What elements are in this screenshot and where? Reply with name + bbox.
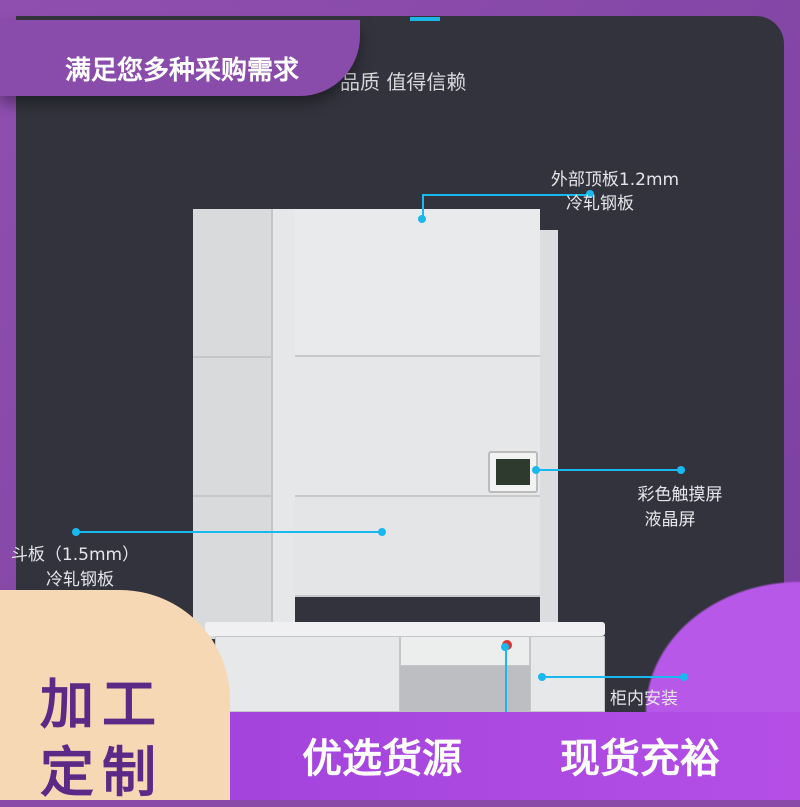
corner-badge: 加工 定制 xyxy=(0,590,230,804)
corner-line2: 定制 xyxy=(40,741,164,804)
subtitle: 品质 值得信赖 xyxy=(340,70,467,94)
corner-line1: 加工 xyxy=(40,673,164,736)
touch-screen xyxy=(488,451,538,493)
callout-drawer-line1: 斗板（1.5mm） xyxy=(10,545,140,565)
banner-right: 现货充裕 xyxy=(560,736,720,782)
callout-top-panel-line2: 冷轧钢板 xyxy=(566,194,634,214)
decorative-curve xyxy=(620,560,800,712)
callout-top-panel-line1: 外部顶板1.2mm xyxy=(550,170,680,190)
accent-bar xyxy=(410,17,440,21)
callout-drawer-line2: 冷轧钢板 xyxy=(46,570,114,590)
callout-inner: 柜内安装 xyxy=(610,689,678,709)
callout-screen-line2: 液晶屏 xyxy=(644,510,696,530)
callout-screen-line1: 彩色触摸屏 xyxy=(637,485,723,505)
header-tag-text: 满足您多种采购需求 xyxy=(65,56,300,86)
banner-middle: 优选货源 xyxy=(302,736,462,782)
header-tag: 满足您多种采购需求 xyxy=(0,20,360,96)
